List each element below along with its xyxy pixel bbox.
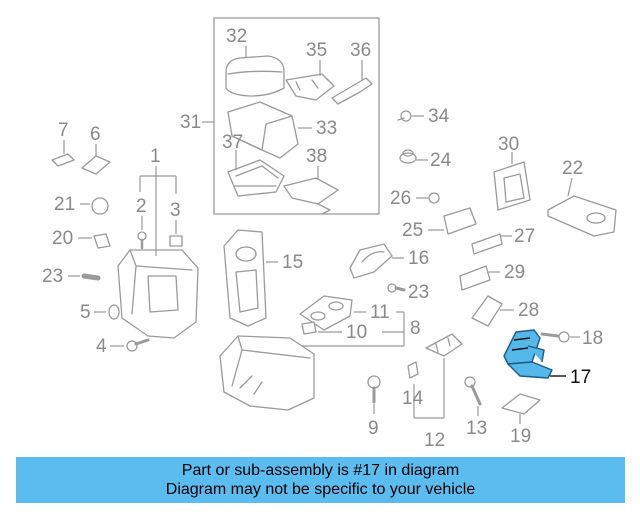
part-7-pad[interactable] [51, 140, 75, 167]
part-1-main-console[interactable] [117, 166, 199, 339]
part-11-insert[interactable] [299, 295, 366, 331]
label-4: 4 [96, 336, 107, 357]
part-14-clip[interactable] [407, 361, 419, 379]
label-22: 22 [562, 158, 583, 179]
label-30: 30 [498, 134, 519, 155]
part-20-clip[interactable] [78, 233, 111, 249]
label-1: 1 [150, 146, 161, 167]
part-36-latch[interactable] [331, 60, 373, 105]
label-13: 13 [466, 418, 487, 439]
label-18: 18 [582, 328, 603, 349]
label-19: 19 [510, 426, 531, 447]
label-6: 6 [90, 124, 101, 145]
part-38-tray-bracket[interactable] [283, 166, 339, 215]
label-32: 32 [226, 26, 247, 47]
part-16-bracket[interactable] [349, 243, 404, 279]
part-23-left-bolt[interactable] [68, 273, 101, 281]
label-3: 3 [170, 200, 181, 221]
part-24-grommet[interactable] [399, 149, 428, 164]
part-10-pad[interactable] [301, 321, 342, 335]
label-23-left: 23 [42, 266, 63, 287]
part-32-armrest-lid[interactable] [225, 46, 285, 97]
label-28: 28 [518, 300, 539, 321]
part-4-screw[interactable] [110, 338, 150, 352]
part-8-lower-console[interactable] [219, 335, 315, 411]
part-30-panel[interactable] [493, 152, 531, 211]
label-10: 10 [346, 322, 367, 343]
part-3-clip[interactable] [169, 220, 183, 247]
part-35-lid-bracket[interactable] [285, 60, 335, 101]
part-5-washer[interactable] [94, 304, 120, 320]
label-7: 7 [58, 120, 69, 141]
label-36: 36 [350, 40, 371, 61]
label-34: 34 [428, 106, 450, 127]
label-26: 26 [390, 188, 411, 209]
part-12-bracket[interactable] [413, 333, 463, 419]
label-11: 11 [370, 302, 390, 323]
label-17-highlighted: 17 [570, 367, 591, 388]
label-38: 38 [306, 146, 327, 167]
part-25-bin[interactable] [428, 207, 477, 235]
label-27: 27 [514, 226, 535, 247]
label-9: 9 [368, 418, 379, 439]
label-33: 33 [316, 118, 337, 139]
part-29-trim[interactable] [459, 265, 500, 291]
part-6-pad[interactable] [81, 144, 111, 175]
label-35: 35 [306, 40, 327, 61]
part-15-panel[interactable] [223, 229, 278, 327]
part-33-armrest-base[interactable] [227, 101, 312, 159]
part-2-screw[interactable] [137, 216, 147, 250]
part-34-screw[interactable] [397, 110, 424, 122]
info-banner: Part or sub-assembly is #17 in diagram D… [16, 457, 625, 503]
part-18-bolt[interactable] [540, 331, 580, 343]
label-14: 14 [402, 388, 424, 409]
label-2: 2 [136, 196, 147, 217]
label-24: 24 [430, 150, 452, 171]
armrest-group-box [202, 17, 380, 215]
label-29: 29 [504, 262, 525, 283]
label-5: 5 [80, 302, 91, 323]
part-8-callout [300, 311, 405, 347]
label-8: 8 [410, 318, 421, 339]
part-21-knob[interactable] [80, 197, 109, 215]
label-31: 31 [180, 112, 201, 133]
part-13-bolt[interactable] [464, 376, 482, 416]
part-19-pad[interactable] [501, 393, 541, 424]
part-9-bolt[interactable] [367, 375, 381, 414]
part-28-plate[interactable] [471, 295, 514, 327]
label-37: 37 [222, 132, 243, 153]
label-12: 12 [424, 430, 445, 451]
label-23-right: 23 [408, 282, 429, 303]
part-27-bracket[interactable] [471, 233, 512, 255]
banner-line-2: Diagram may not be specific to your vehi… [165, 481, 476, 498]
label-25: 25 [402, 220, 423, 241]
label-21: 21 [54, 194, 75, 215]
part-23-right-bolt[interactable] [387, 283, 406, 293]
label-15: 15 [282, 252, 303, 273]
part-26-clip[interactable] [416, 192, 440, 204]
part-37-storage-tray[interactable] [227, 150, 285, 197]
banner-line-1: Part or sub-assembly is #17 in diagram [181, 462, 460, 479]
label-20: 20 [52, 228, 73, 249]
part-17-highlighted-bracket[interactable] [503, 329, 566, 379]
label-16: 16 [408, 248, 429, 269]
part-22-tray[interactable] [547, 177, 617, 237]
